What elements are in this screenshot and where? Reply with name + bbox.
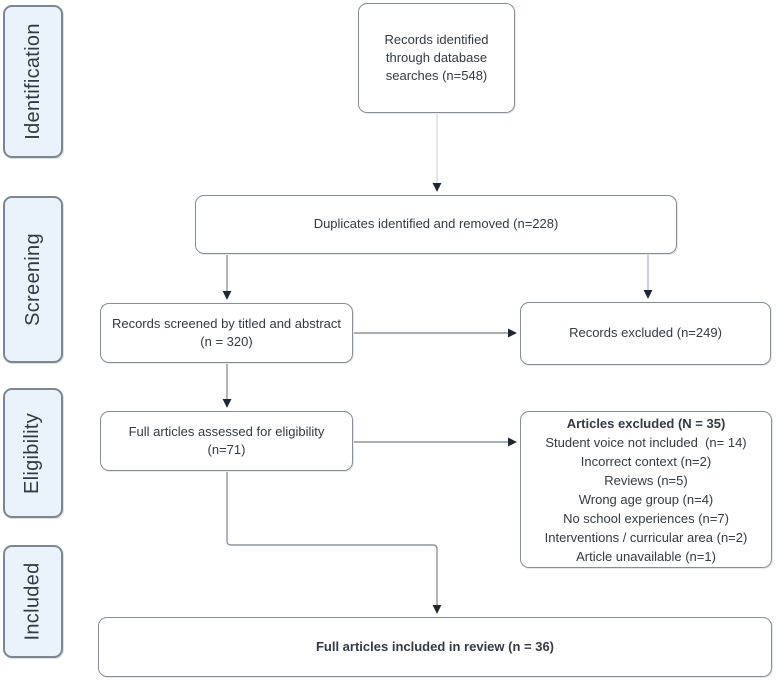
articles-excluded-reason: Reviews (n=5) bbox=[604, 472, 688, 488]
node-full-articles-included-text: Full articles included in review (n = 36… bbox=[315, 638, 555, 654]
articles-excluded-reason: Incorrect context (n=2) bbox=[580, 453, 712, 469]
connector-eligibility-to-included bbox=[226, 472, 442, 614]
stage-screening-label: Screening bbox=[21, 233, 44, 326]
articles-excluded-reason: Interventions / curricular area (n=2) bbox=[544, 529, 748, 545]
articles-excluded-reason: Wrong age group (n=4) bbox=[578, 491, 714, 507]
articles-excluded-title: Articles excluded (N = 35) bbox=[566, 415, 726, 431]
node-articles-excluded: Articles excluded (N = 35) Student voice… bbox=[520, 411, 772, 568]
node-duplicates-removed: Duplicates identified and removed (n=228… bbox=[195, 195, 677, 254]
node-full-articles-included: Full articles included in review (n = 36… bbox=[98, 617, 772, 677]
node-records-excluded: Records excluded (n=249) bbox=[520, 302, 771, 365]
stage-eligibility: Eligibility bbox=[3, 388, 63, 518]
stage-included-label: Included bbox=[21, 562, 44, 641]
articles-excluded-reason: No school experiences (n=7) bbox=[563, 510, 729, 526]
node-duplicates-removed-text: Duplicates identified and removed (n=228… bbox=[313, 216, 559, 232]
articles-excluded-reason: Student voice not included (n= 14) bbox=[545, 434, 747, 450]
node-records-screened: Records screened by titled and abstract … bbox=[100, 303, 353, 363]
node-records-identified: Records identified through database sear… bbox=[358, 3, 515, 113]
stage-identification: Identification bbox=[3, 5, 63, 158]
node-full-articles-assessed-text: Full articles assessed for eligibility (… bbox=[128, 423, 325, 457]
stage-identification-label: Identification bbox=[21, 23, 44, 140]
node-records-identified-text: Records identified through database sear… bbox=[384, 31, 489, 84]
stage-eligibility-label: Eligibility bbox=[21, 412, 44, 494]
node-full-articles-assessed: Full articles assessed for eligibility (… bbox=[100, 411, 353, 471]
node-records-screened-text: Records screened by titled and abstract … bbox=[111, 315, 342, 349]
stage-screening: Screening bbox=[3, 196, 63, 363]
stage-included: Included bbox=[3, 545, 63, 658]
articles-excluded-reason: Article unavailable (n=1) bbox=[576, 548, 716, 564]
node-records-excluded-text: Records excluded (n=249) bbox=[569, 325, 722, 341]
